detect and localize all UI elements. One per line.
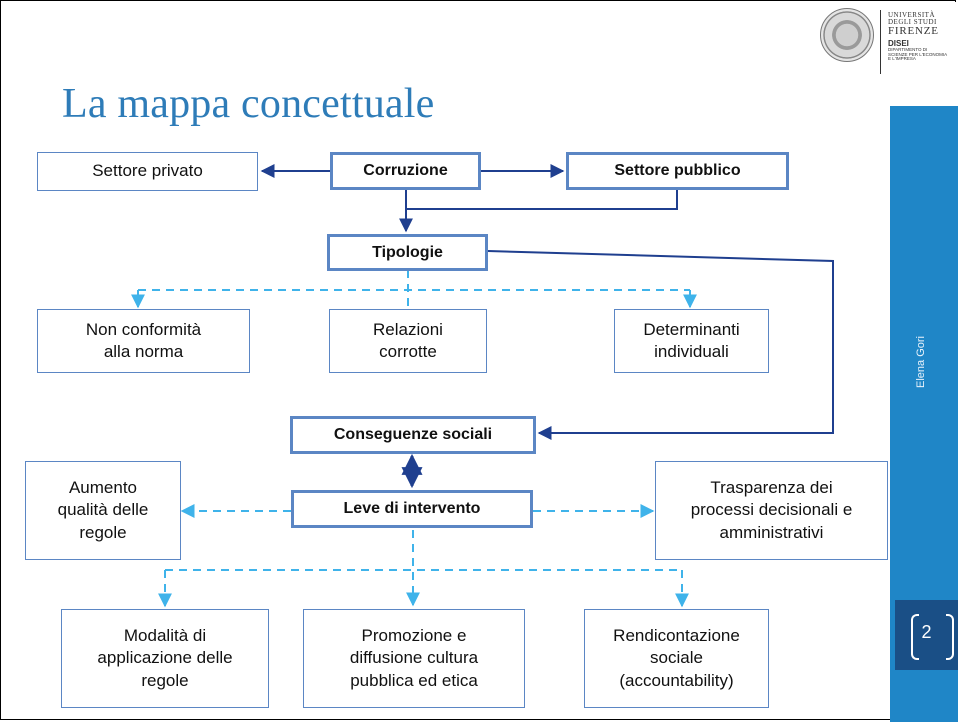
logo-line: SCIENZE PER L'ECONOMIA: [888, 51, 948, 57]
node-label: Settore pubblico: [614, 162, 741, 180]
page-number: 2: [921, 622, 932, 642]
node-label: Leve di intervento: [343, 500, 481, 518]
node-label: Conseguenze sociali: [333, 426, 493, 444]
node-line: corrotte: [379, 342, 437, 361]
node-line: amministrativi: [719, 522, 824, 542]
node-line: (accountability): [619, 670, 734, 690]
node-settore-privato: Settore privato: [37, 152, 258, 191]
node-label: Rendicontazione sociale(accountability): [613, 625, 740, 692]
node-line: processi decisionali e: [690, 500, 853, 520]
bracket-right-icon: [946, 614, 954, 660]
node-line: Aumento: [68, 477, 138, 497]
connector-pubblico-tipologie: [406, 189, 678, 210]
node-determinanti-individuali: Determinanti individuali: [614, 309, 769, 373]
node-line: applicazione delle: [97, 648, 233, 668]
logo-line: FIRENZE: [888, 25, 939, 37]
logo-line: DEGLI STUDI: [888, 18, 937, 26]
node-leve-intervento: Leve di intervento: [291, 490, 533, 528]
node-non-conformita: Non conformità alla norma: [37, 309, 250, 373]
logo-line: E L'IMPRESA: [888, 56, 916, 61]
node-settore-pubblico: Settore pubblico: [566, 152, 789, 190]
node-line: Modalità di: [123, 625, 207, 645]
arrow-tipologie-conseguenze: [487, 250, 834, 440]
page-number-box: 2: [895, 600, 958, 670]
node-rendicontazione: Rendicontazione sociale(accountability): [584, 609, 769, 708]
node-conseguenze-sociali: Conseguenze sociali: [290, 416, 536, 454]
logo-line: DIPARTIMENTO DI: [888, 47, 928, 52]
university-logo-text: UNIVERSITÀ DEGLI STUDI FIRENZE DISEI DIP…: [888, 12, 947, 62]
node-corruzione: Corruzione: [330, 152, 481, 190]
node-line: qualità delle: [57, 500, 149, 520]
node-label: Corruzione: [363, 162, 448, 180]
node-line: Non conformità: [85, 319, 202, 339]
node-line: Determinanti: [643, 319, 740, 339]
node-line: sociale: [650, 648, 703, 668]
node-relazioni-corrotte: Relazioni corrotte: [329, 309, 487, 373]
node-line: Relazioni: [373, 319, 443, 339]
logo-divider: [880, 10, 881, 74]
node-line: diffusione cultura: [349, 648, 479, 668]
node-line: regole: [79, 522, 127, 542]
node-line: regole: [141, 670, 189, 690]
node-label: Tipologie: [372, 243, 443, 261]
node-label: Relazioni corrotte: [373, 319, 443, 364]
node-label: Settore privato: [92, 161, 203, 181]
node-label: Determinanti individuali: [643, 319, 739, 364]
node-line: alla norma: [103, 342, 184, 361]
node-line: Promozione e: [361, 625, 467, 645]
logo-area: [890, 2, 958, 106]
university-seal-logo: [820, 8, 874, 62]
node-label: Non conformità alla norma: [86, 319, 201, 364]
node-line: Rendicontazione: [613, 625, 740, 645]
logo-line: DISEI: [888, 39, 909, 48]
node-tipologie: Tipologie: [327, 234, 488, 271]
bracket-left-icon: [911, 614, 919, 660]
node-line: Trasparenza dei: [710, 477, 833, 497]
slide-title: La mappa concettuale: [62, 81, 435, 127]
node-line: pubblica ed etica: [350, 670, 478, 690]
logo-line: UNIVERSITÀ: [888, 11, 935, 19]
node-line: individuali: [654, 342, 729, 361]
